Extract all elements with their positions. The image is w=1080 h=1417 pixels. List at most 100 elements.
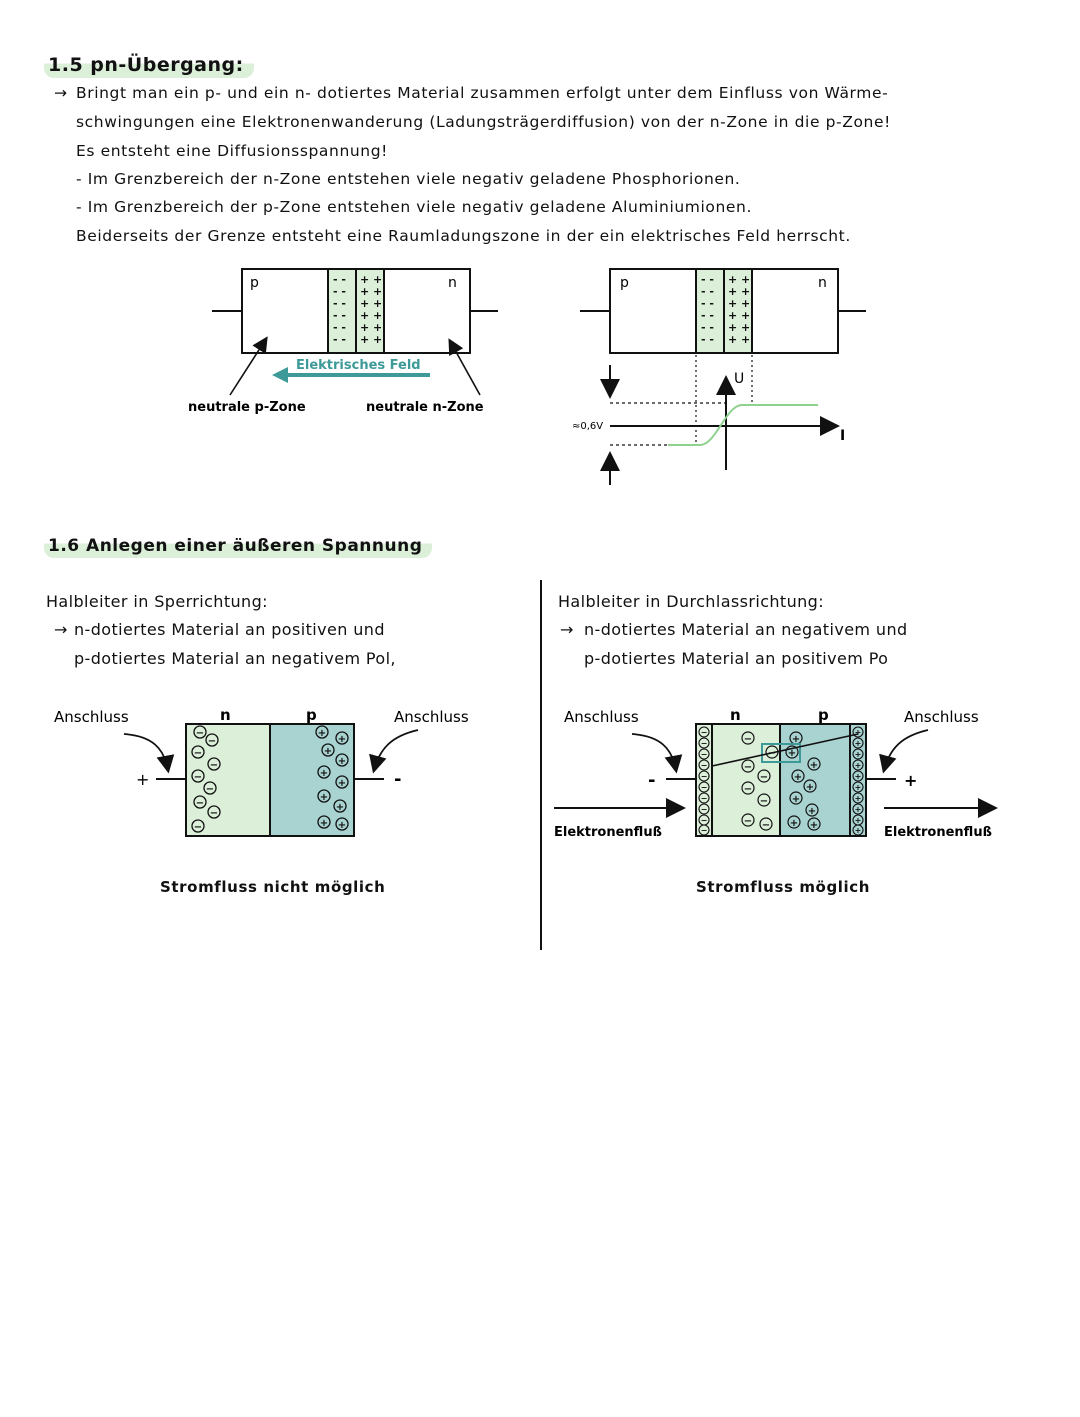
svg-text:−: − — [701, 794, 708, 803]
svg-text:+: + — [855, 805, 862, 814]
svg-text:+ +: + + — [728, 273, 750, 286]
column-divider — [540, 580, 542, 950]
svg-text:−: − — [701, 728, 708, 737]
svg-text:+: + — [855, 772, 862, 781]
svg-text:+ +: + + — [360, 309, 382, 322]
durchlass-title: Halbleiter in Durchlassrichtung: — [558, 592, 825, 611]
paragraph-line-2: schwingungen eine Elektronenwanderung (L… — [76, 113, 891, 131]
minus-sign: - — [648, 770, 655, 791]
svg-text:−: − — [701, 761, 708, 770]
svg-text:- -: - - — [701, 297, 714, 310]
svg-text:+: + — [855, 816, 862, 825]
svg-text:+: + — [855, 826, 862, 835]
sperr-line-2: p-dotiertes Material an negativem Pol, — [74, 649, 396, 668]
svg-text:+: + — [806, 782, 814, 793]
durchlass-line-2: p-dotiertes Material an positivem Po — [584, 649, 889, 668]
section-1-6-heading: 1.6 Anlegen einer äußeren Spannung — [44, 534, 433, 558]
svg-text:−: − — [701, 772, 708, 781]
svg-text:- -: - - — [701, 333, 714, 346]
hole-symbols — [315, 725, 349, 831]
svg-text:−: − — [744, 816, 752, 827]
p-label: p — [306, 706, 317, 724]
svg-text:−: − — [701, 739, 708, 748]
paragraph-line-4: - Im Grenzbereich der n-Zone entstehen v… — [76, 170, 741, 188]
sperr-arrow: → — [54, 620, 68, 639]
p-label: p — [818, 706, 829, 724]
svg-text:−: − — [196, 728, 204, 739]
pointer-n — [448, 338, 481, 396]
svg-text:−: − — [744, 762, 752, 773]
svg-text:+ +: + + — [728, 309, 750, 322]
svg-text:−: − — [210, 760, 218, 771]
svg-text:+: + — [338, 778, 346, 789]
svg-text:−: − — [701, 816, 708, 825]
svg-text:−: − — [210, 808, 218, 819]
svg-text:+: + — [790, 818, 798, 829]
paragraph-line-6: Beiderseits der Grenze entsteht eine Rau… — [76, 227, 851, 245]
svg-text:+ +: + + — [360, 273, 382, 286]
paragraph-line-1: Bringt man ein p- und ein n- dotiertes M… — [76, 84, 889, 102]
n-label: n — [730, 706, 741, 724]
svg-text:+: + — [810, 760, 818, 771]
svg-text:+: + — [855, 783, 862, 792]
svg-text:+: + — [855, 728, 862, 737]
svg-text:−: − — [208, 736, 216, 747]
sperr-caption: Stromfluss nicht möglich — [160, 878, 386, 896]
anschluss-left: Anschluss — [564, 708, 639, 726]
anschluss-right: Anschluss — [394, 708, 469, 726]
svg-text:+: + — [324, 746, 332, 757]
svg-text:- -: - - — [333, 297, 346, 310]
paragraph-line-3: Es entsteht eine Diffusionsspannung! — [76, 142, 388, 160]
svg-text:+ +: + + — [360, 333, 382, 346]
potential-line — [711, 733, 859, 767]
svg-text:+: + — [792, 794, 800, 805]
n-zone-label-2: n — [818, 275, 827, 291]
svg-text:+ +: + + — [360, 285, 382, 298]
svg-text:−: − — [196, 798, 204, 809]
neutral-p-label: neutrale p-Zone — [188, 400, 306, 415]
svg-text:−: − — [744, 734, 752, 745]
svg-text:+: + — [792, 734, 800, 745]
voltage-label: ≈0,6V — [572, 421, 603, 432]
svg-text:+ +: + + — [360, 297, 382, 310]
u-axis-label: U — [734, 371, 744, 387]
n-label: n — [220, 706, 231, 724]
svg-text:+: + — [320, 818, 328, 829]
svg-text:−: − — [701, 783, 708, 792]
durchlass-line-1: n-dotiertes Material an negativem und — [584, 620, 908, 639]
svg-text:−: − — [760, 796, 768, 807]
svg-text:+: + — [320, 792, 328, 803]
svg-text:- -: - - — [333, 273, 346, 286]
svg-text:+: + — [855, 750, 862, 759]
recombination-highlight — [761, 743, 801, 763]
svg-text:+ +: + + — [728, 297, 750, 310]
durchlass-arrow: → — [560, 620, 574, 639]
svg-text:−: − — [194, 772, 202, 783]
svg-text:−: − — [762, 820, 770, 831]
svg-text:+ +: + + — [728, 321, 750, 334]
sperr-diagram: Anschluss Anschluss n p + - −−− −−− −−− … — [54, 706, 469, 837]
svg-text:−: − — [701, 826, 708, 835]
svg-text:- -: - - — [701, 309, 714, 322]
durchlass-diagram: Anschluss Anschluss n p −−−− −−−− −− +++… — [554, 706, 998, 840]
svg-text:- -: - - — [333, 285, 346, 298]
p-zone-label-2: p — [620, 275, 629, 291]
svg-text:−: − — [760, 772, 768, 783]
svg-text:+: + — [855, 794, 862, 803]
pn-junction-characteristic: - -- -- - - -- -- - + ++ ++ + + ++ ++ + … — [572, 268, 866, 485]
svg-text:+ +: + + — [728, 285, 750, 298]
svg-text:- -: - - — [701, 285, 714, 298]
depletion-charges: - -- -- - - -- -- - + ++ ++ + + ++ ++ + — [333, 273, 382, 346]
svg-text:+: + — [794, 772, 802, 783]
svg-text:−: − — [206, 784, 214, 795]
neutral-n-label: neutrale n-Zone — [366, 400, 484, 415]
flow-label-left: Elektronenfluß — [554, 825, 662, 840]
svg-text:+: + — [855, 761, 862, 770]
svg-text:+: + — [320, 768, 328, 779]
plus-sign: + — [136, 770, 149, 789]
sperr-line-1: n-dotiertes Material an positiven und — [74, 620, 385, 639]
svg-text:−: − — [194, 822, 202, 833]
svg-text:+: + — [808, 806, 816, 817]
anschluss-left: Anschluss — [54, 708, 129, 726]
n-zone-label: n — [448, 275, 457, 291]
